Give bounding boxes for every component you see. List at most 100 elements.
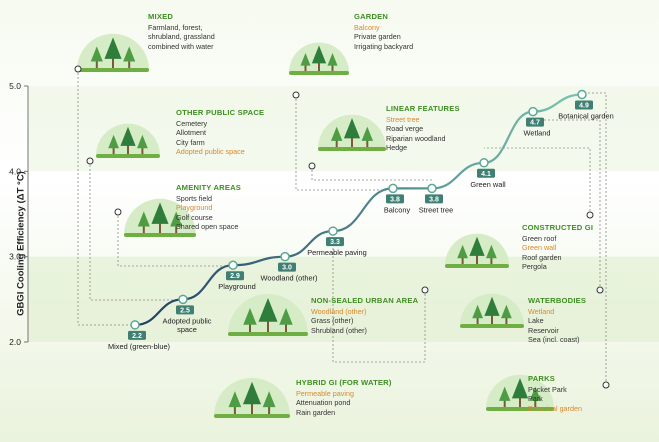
y-tick-label-2: 4.0 bbox=[9, 166, 21, 176]
value-box-5 bbox=[386, 194, 404, 204]
illustration-ground bbox=[214, 414, 290, 418]
category-item-linear: Riparian woodland bbox=[386, 133, 446, 143]
point-label-6: Street tree bbox=[419, 205, 454, 214]
category-title-hybrid: HYBRID GI (FOR WATER) bbox=[296, 378, 392, 387]
value-box-6 bbox=[425, 194, 443, 204]
illustration-amenity bbox=[124, 198, 196, 237]
category-title-parks: PARKS bbox=[528, 374, 556, 383]
category-title-constructed: CONSTRUCTED GI bbox=[522, 223, 594, 232]
value-box-0 bbox=[128, 330, 146, 340]
value-label-3: 3.0 bbox=[282, 265, 292, 272]
category-item-nonsealed: Grass (other) bbox=[311, 316, 354, 326]
tree-icon bbox=[108, 134, 119, 149]
value-box-3 bbox=[278, 262, 296, 272]
tree-trunk bbox=[251, 402, 253, 414]
connector-node-0 bbox=[74, 65, 82, 73]
category-item-garden: Private garden bbox=[354, 32, 401, 42]
tree-trunk bbox=[249, 323, 251, 332]
category-title-amenity: AMENITY AREAS bbox=[176, 183, 242, 192]
illustration-ground bbox=[486, 407, 554, 411]
point-label-1: space bbox=[177, 325, 197, 334]
tree-icon bbox=[151, 202, 169, 224]
data-point-3 bbox=[280, 251, 290, 262]
data-point-7 bbox=[479, 158, 489, 168]
connector-2 bbox=[117, 212, 233, 267]
category-title-public: OTHER PUBLIC SPACE bbox=[176, 108, 265, 117]
category-item-hybrid: Attenuation pond bbox=[296, 398, 351, 408]
tree-icon bbox=[511, 378, 529, 399]
tree-icon bbox=[120, 126, 136, 146]
y-tick-label-0: 2.0 bbox=[9, 337, 21, 347]
data-point-9 bbox=[577, 89, 587, 100]
tree-trunk bbox=[534, 399, 537, 407]
y-tick-label-1: 3.0 bbox=[9, 252, 21, 262]
tree-icon bbox=[262, 391, 276, 408]
category-title-waterbodies: WATERBODIES bbox=[528, 296, 587, 305]
category-item-parks: Park bbox=[528, 394, 543, 404]
tree-icon bbox=[311, 45, 327, 64]
connector-5 bbox=[332, 248, 426, 363]
tree-trunk bbox=[490, 257, 493, 264]
tree-trunk bbox=[491, 314, 493, 324]
illustration-public bbox=[96, 123, 160, 158]
value-label-9: 4.9 bbox=[579, 103, 589, 110]
category-title-garden: GARDEN bbox=[354, 12, 389, 21]
value-label-8: 4.7 bbox=[530, 120, 540, 127]
illustration-ground bbox=[445, 264, 509, 268]
tree-trunk bbox=[335, 139, 338, 147]
tree-trunk bbox=[285, 323, 287, 332]
tree-trunk bbox=[142, 225, 145, 233]
illustration-waterbodies bbox=[460, 293, 524, 328]
tree-trunk bbox=[503, 399, 506, 407]
category-title-mixed: MIXED bbox=[148, 12, 174, 21]
illustration-parks bbox=[486, 374, 554, 411]
tree-icon bbox=[104, 37, 122, 59]
tree-icon bbox=[457, 244, 468, 259]
illustration-ground bbox=[460, 324, 524, 328]
category-item-constructed: Green roof bbox=[522, 234, 557, 243]
tree-trunk bbox=[112, 57, 114, 68]
category-item-nonsealed: Woodland (other) bbox=[311, 307, 367, 316]
connector-7 bbox=[533, 119, 601, 290]
tree-icon bbox=[123, 46, 136, 62]
category-item-waterbodies: Sea (incl. coast) bbox=[528, 335, 580, 345]
category-item-amenity: Sports field bbox=[176, 194, 212, 203]
category-item-waterbodies: Lake bbox=[528, 316, 544, 326]
value-label-5: 3.8 bbox=[390, 196, 400, 203]
category-item-public: Adopted public space bbox=[176, 147, 245, 157]
tree-icon bbox=[279, 308, 293, 325]
tree-trunk bbox=[159, 222, 161, 233]
category-item-garden: Balcony bbox=[354, 23, 380, 32]
category-item-parks: Botanical garden bbox=[528, 403, 582, 413]
category-item-linear: Road verge bbox=[386, 124, 424, 134]
illustration-linear bbox=[318, 114, 386, 151]
illustration-ground bbox=[228, 332, 308, 336]
category-item-nonsealed: Shrubland (other) bbox=[311, 325, 367, 335]
connector-node-8 bbox=[602, 381, 610, 389]
tree-trunk bbox=[127, 144, 129, 154]
category-item-parks: Pocket Park bbox=[528, 385, 567, 394]
point-label-2: Playground bbox=[218, 282, 255, 291]
tree-trunk bbox=[366, 139, 369, 147]
tree-icon bbox=[486, 244, 497, 259]
tree-icon bbox=[137, 211, 150, 227]
point-label-9: Botanical garden bbox=[558, 112, 613, 121]
tree-icon bbox=[484, 296, 500, 316]
category-item-mixed: shrubland, grassland bbox=[148, 32, 215, 42]
category-item-amenity: Golf course bbox=[176, 212, 213, 222]
category-item-hybrid: Rain garden bbox=[296, 407, 336, 417]
tree-icon bbox=[472, 304, 483, 319]
value-box-4 bbox=[326, 237, 344, 247]
tree-icon bbox=[243, 308, 257, 325]
connector-6 bbox=[484, 147, 591, 215]
category-item-constructed: Roof garden bbox=[522, 252, 562, 262]
data-point-1 bbox=[178, 294, 188, 305]
connector-node-1 bbox=[86, 157, 94, 165]
illustration-ground bbox=[289, 71, 349, 75]
tree-icon bbox=[242, 381, 262, 405]
category-item-garden: Irrigating backyard bbox=[354, 41, 414, 51]
category-title-linear: LINEAR FEATURES bbox=[386, 104, 460, 113]
tree-icon bbox=[469, 236, 485, 256]
tree-icon bbox=[300, 53, 311, 66]
